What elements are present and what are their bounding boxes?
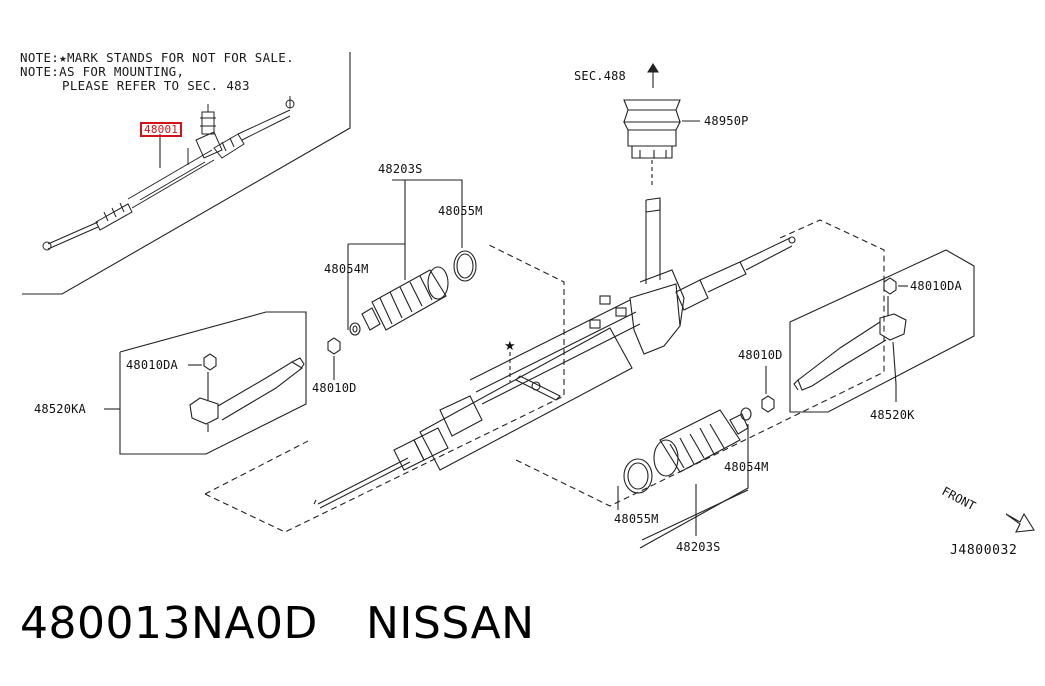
- tie-rod-end-48520ka: [189, 357, 305, 432]
- nut-48010d-right: [761, 366, 775, 413]
- nut-48054m-right: [740, 407, 752, 421]
- callout-48010d-left[interactable]: 48010D: [312, 381, 357, 395]
- tie-rod-inset-right: [789, 249, 975, 413]
- clamp-48055m-right: [623, 458, 653, 494]
- note-refer-section: PLEASE REFER TO SEC. 483: [62, 78, 250, 93]
- callout-48010da-right[interactable]: 48010DA: [910, 279, 962, 293]
- callout-48010da-left[interactable]: 48010DA: [126, 358, 178, 372]
- tie-rod-end-48520k: [793, 296, 907, 402]
- nut-48054m-left: [349, 322, 361, 336]
- overview-inset-frame: [22, 52, 351, 295]
- part-number-title: 480013NA0D: [20, 598, 318, 649]
- callout-48520k[interactable]: 48520K: [870, 408, 915, 422]
- boot-48203s-left: [361, 266, 449, 331]
- callout-sec488[interactable]: SEC.488: [574, 69, 626, 83]
- exploded-view-guides: [204, 219, 885, 533]
- star-icon: ★: [504, 339, 516, 354]
- note-not-for-sale: NOTE:★MARK STANDS FOR NOT FOR SALE.: [20, 50, 294, 65]
- callout-48203s-bottom[interactable]: 48203S: [676, 540, 721, 554]
- brand-title: NISSAN: [366, 598, 535, 649]
- sec488-arrow: [647, 62, 659, 88]
- clamp-48055m-left: [453, 250, 477, 282]
- callout-48055m-top[interactable]: 48055M: [438, 204, 483, 218]
- steering-mount-48950p: [623, 99, 700, 188]
- callout-48950p[interactable]: 48950P: [704, 114, 749, 128]
- callout-leaders-right: [617, 424, 749, 549]
- nut-48010d-left: [327, 337, 341, 355]
- nut-48010da-left: [188, 353, 217, 371]
- callout-48001-highlighted[interactable]: 48001: [140, 122, 183, 137]
- overview-steering-assembly: [42, 96, 295, 251]
- callout-48520ka[interactable]: 48520KA: [34, 402, 86, 416]
- callout-48054m-left[interactable]: 48054M: [324, 262, 369, 276]
- callout-48203s-top[interactable]: 48203S: [378, 162, 423, 176]
- callout-48055m-bottom[interactable]: 48055M: [614, 512, 659, 526]
- note-mounting: NOTE:AS FOR MOUNTING,: [20, 64, 185, 79]
- diagram-code: J4800032: [950, 543, 1018, 558]
- tie-rod-inset-left: [104, 311, 307, 455]
- callout-48054m-right[interactable]: 48054M: [724, 460, 769, 474]
- callout-leaders-left: [333, 179, 463, 380]
- nut-48010da-right: [883, 277, 908, 295]
- main-steering-rack: [313, 197, 796, 509]
- callout-48010d-right[interactable]: 48010D: [738, 348, 783, 362]
- boot-48203s-right: [653, 409, 749, 477]
- front-arrow-icon: [1005, 512, 1035, 533]
